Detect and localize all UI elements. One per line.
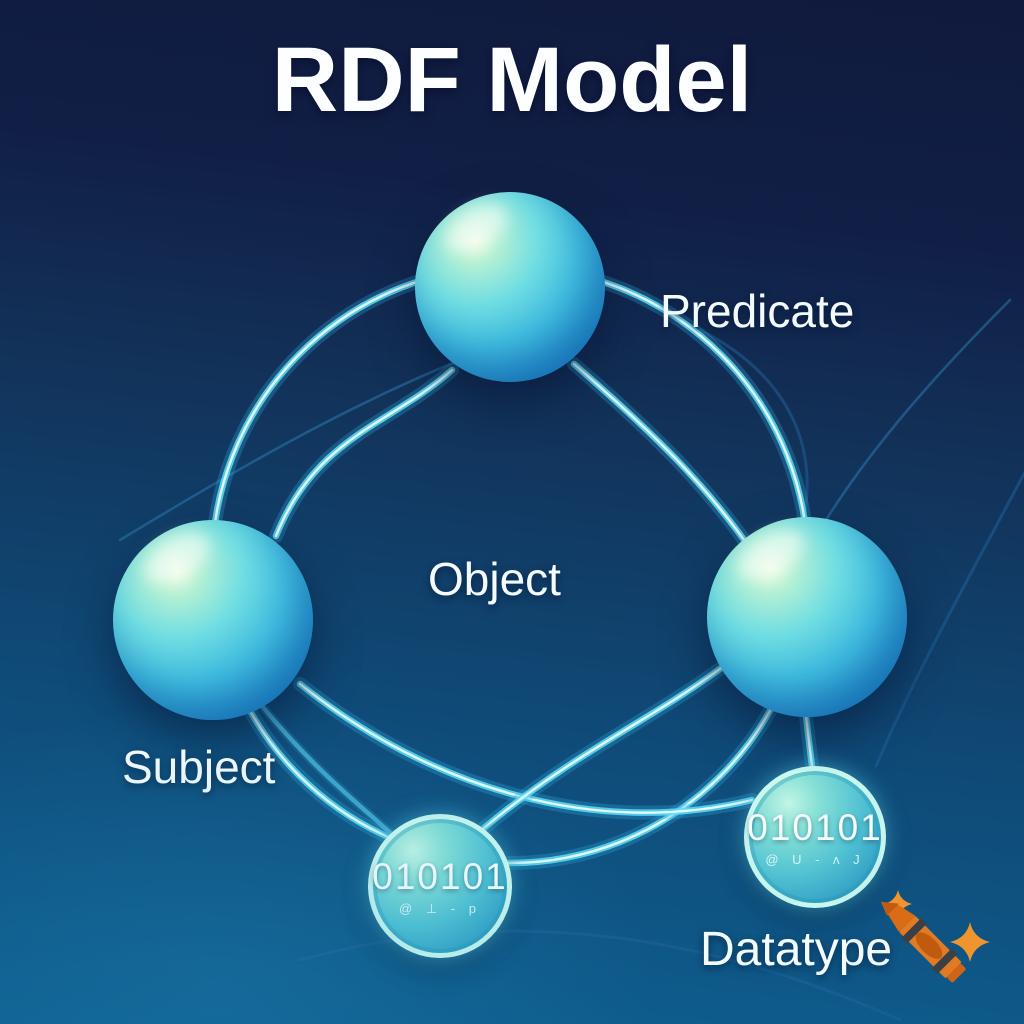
- binary-value: 010101: [747, 806, 883, 848]
- datatype-label: Datatype: [700, 923, 893, 976]
- object-label: Object: [428, 553, 561, 605]
- binary-subtext: @ U - ʌ J: [765, 851, 865, 867]
- predicate-label: Predicate: [660, 285, 855, 337]
- subject-label: Subject: [122, 741, 276, 793]
- node-sphere-object: [707, 517, 907, 717]
- binary-subtext: @ ⊥ - p: [399, 900, 481, 916]
- literal-node-left: 010101 @ ⊥ - p: [368, 814, 512, 958]
- literal-node-right: 010101 @ U - ʌ J: [744, 766, 886, 908]
- crayon-icon: [880, 890, 990, 983]
- binary-value: 010101: [372, 855, 508, 897]
- page-title: RDF Model: [271, 29, 753, 131]
- node-sphere-predicate: [415, 192, 605, 382]
- node-sphere-subject: [113, 520, 313, 720]
